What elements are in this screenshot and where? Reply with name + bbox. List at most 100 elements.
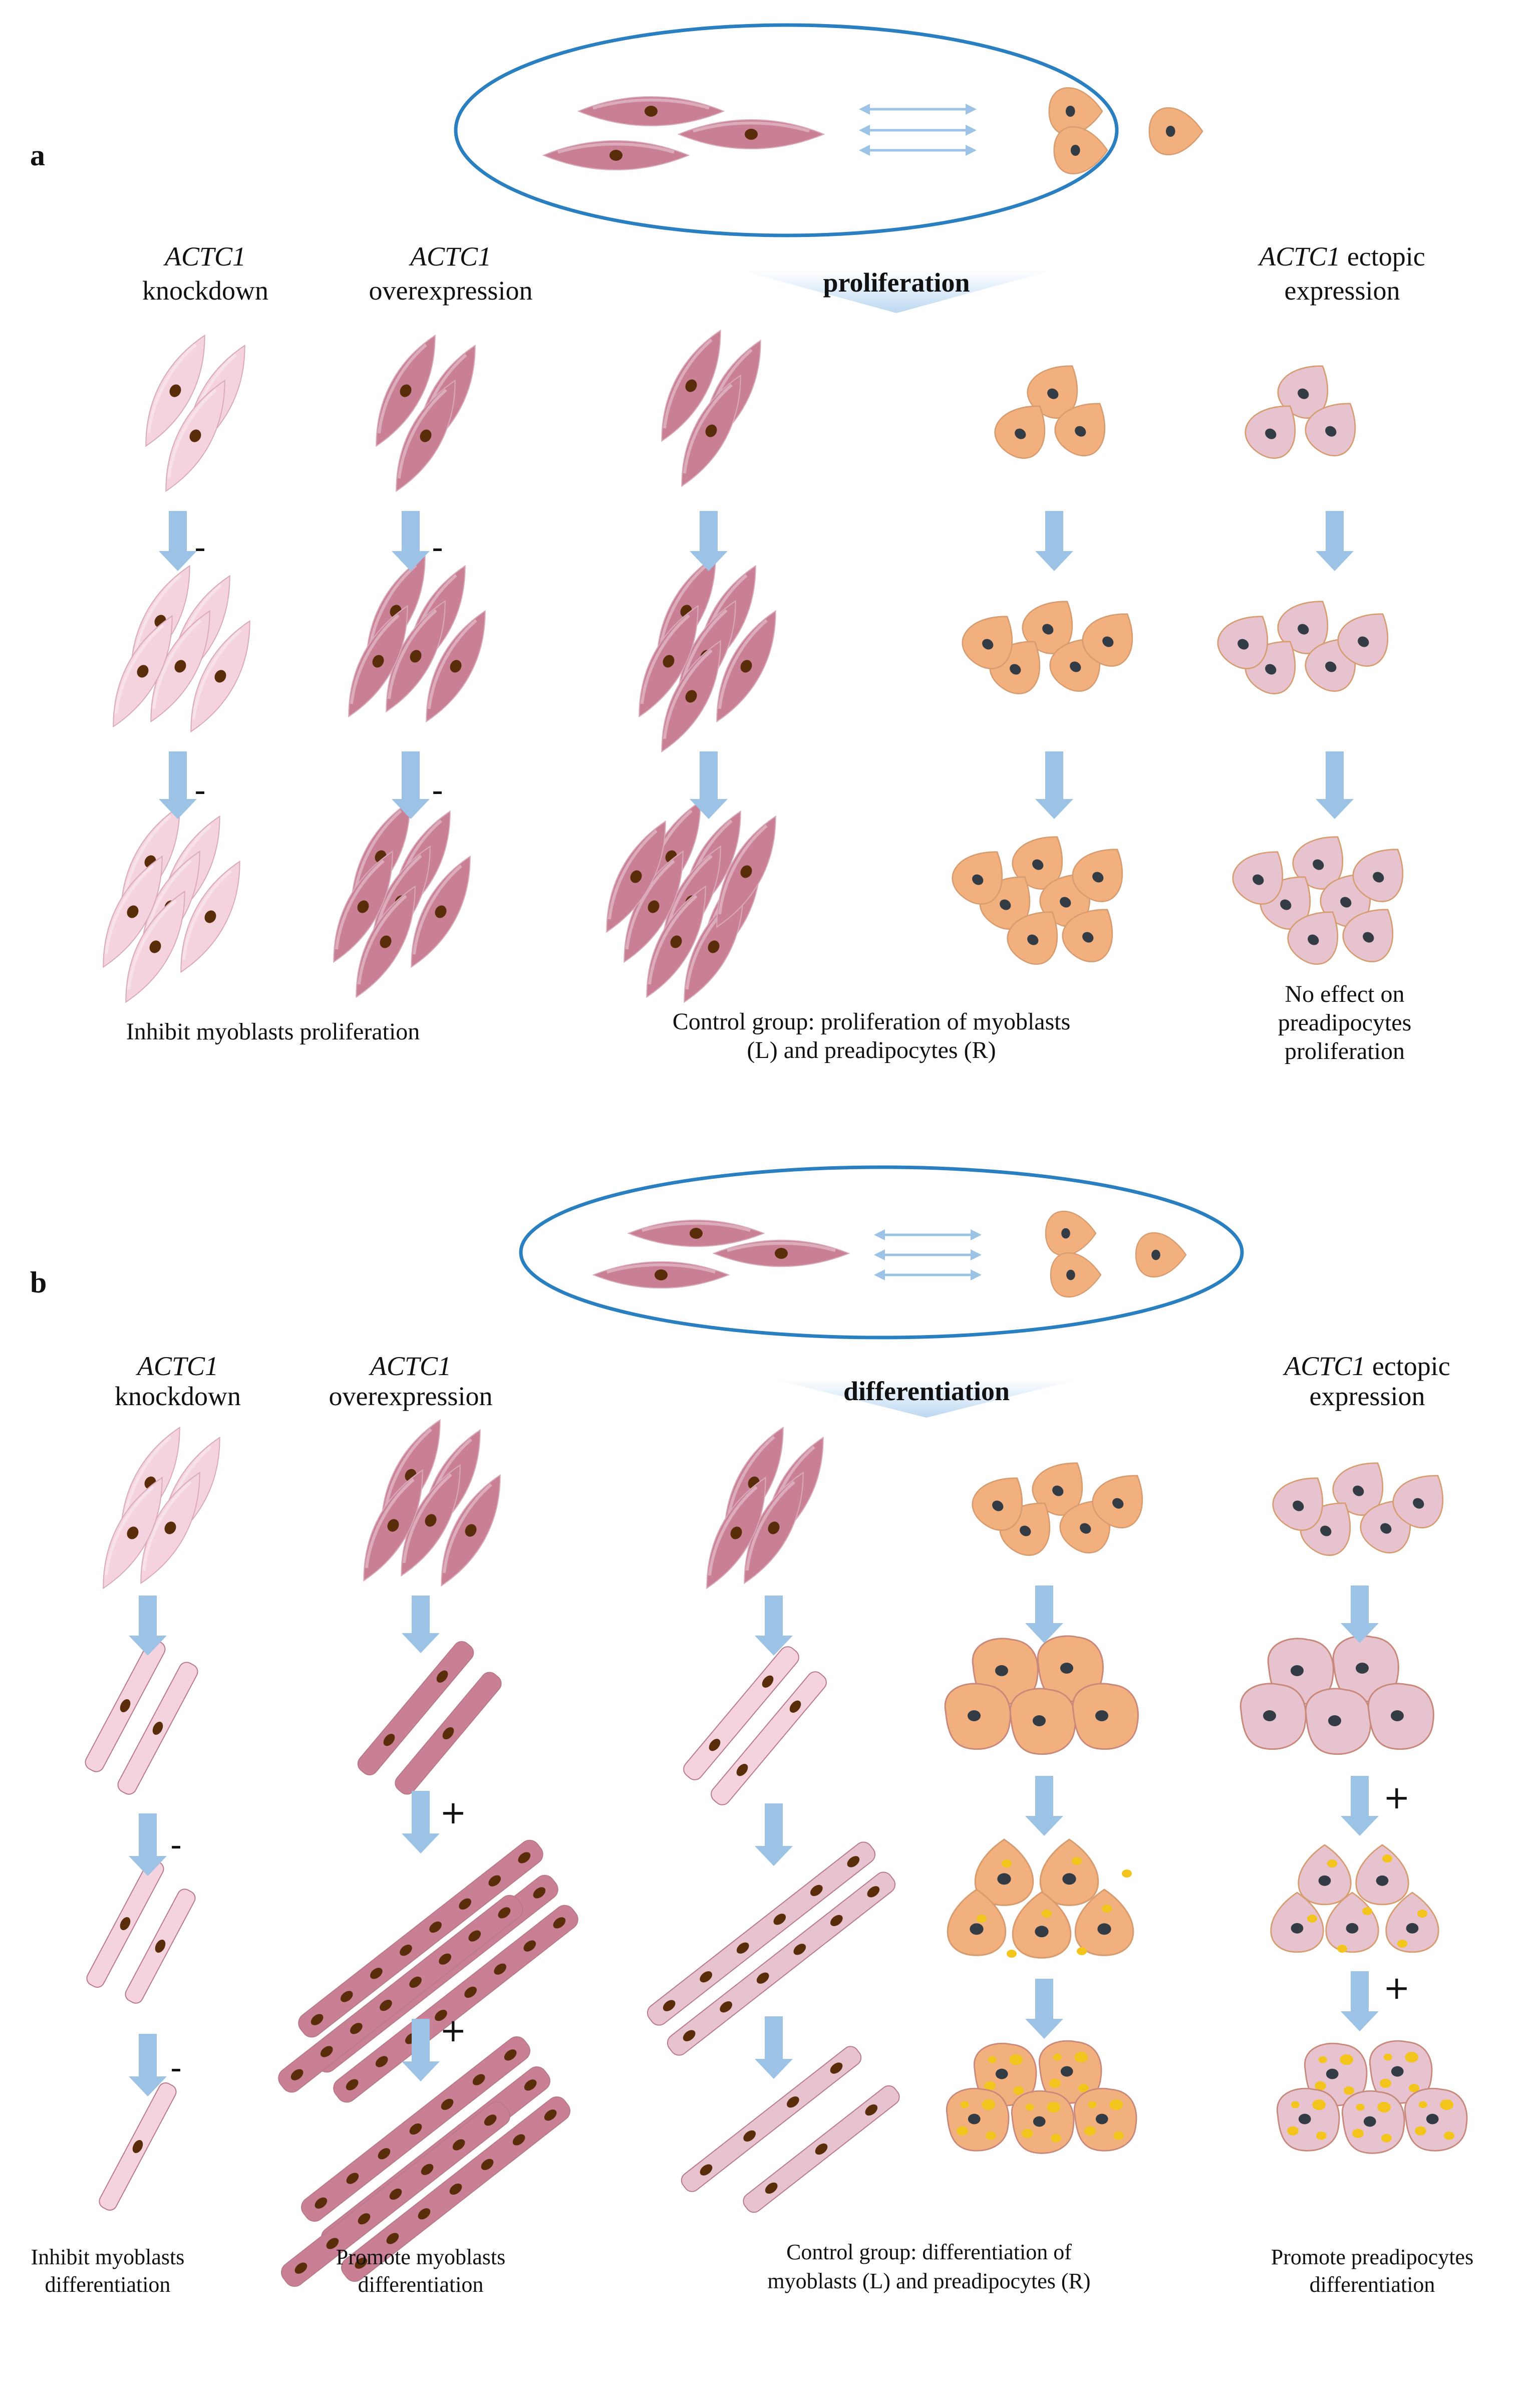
- nucleus: [1298, 2113, 1311, 2125]
- myotube-body: [278, 1895, 523, 2093]
- arrow-shaft: [1351, 1585, 1369, 1624]
- lipid-droplet: [1316, 2131, 1327, 2140]
- arrow-head: [971, 1249, 982, 1260]
- sign-plus: +: [440, 2012, 467, 2049]
- cell-sheen: [663, 339, 713, 429]
- preadipocyte-cell: [1148, 107, 1203, 156]
- panel-a-cells: [103, 329, 1404, 1003]
- lipid-droplet: [977, 1915, 987, 1923]
- nucleus: [524, 2079, 537, 2091]
- cell-sheen: [557, 142, 675, 154]
- arrow-head: [1035, 799, 1073, 819]
- nucleus: [1291, 1665, 1304, 1676]
- lipid-droplet: [1287, 2126, 1299, 2136]
- nucleus: [705, 424, 717, 437]
- nucleus: [1060, 1663, 1073, 1674]
- preadipocyte-cell: [1054, 403, 1106, 456]
- nucleus: [1320, 1525, 1332, 1536]
- nucleus: [720, 2001, 733, 2013]
- arrow-head: [392, 799, 430, 819]
- arrow-head: [129, 1856, 167, 1876]
- nucleus: [1020, 1525, 1031, 1536]
- lipid-droplet: [1077, 1947, 1087, 1955]
- arrow-head: [1341, 1816, 1379, 1836]
- adipocyte-cell: [1404, 2087, 1468, 2152]
- lipid-droplet: [1377, 2101, 1391, 2113]
- nucleus: [655, 1269, 668, 1280]
- nucleus: [762, 1675, 774, 1688]
- lipid-droplet: [1002, 1860, 1012, 1868]
- nucleus: [442, 1727, 454, 1740]
- arrow-head: [966, 104, 977, 115]
- nucleus: [488, 1875, 501, 1887]
- nucleus: [127, 905, 139, 918]
- down-arrow: [402, 1791, 440, 1854]
- nucleus: [992, 1500, 1004, 1511]
- myotube: [301, 2036, 530, 2222]
- nucleus: [968, 2113, 981, 2125]
- nucleus: [1075, 426, 1086, 437]
- nucleus: [1097, 1923, 1111, 1935]
- nucleus: [1325, 426, 1337, 437]
- nucleus: [389, 2188, 402, 2200]
- nucleus: [504, 2049, 517, 2061]
- arrow-shaft: [402, 751, 420, 800]
- header-ectopic-word: ectopic: [1347, 241, 1425, 272]
- preadipocyte-cell: [1048, 87, 1103, 136]
- nucleus: [1406, 1923, 1419, 1934]
- nucleus: [630, 870, 642, 883]
- header-overexpression-gene: ACTC1: [409, 241, 491, 272]
- arrow-shaft: [412, 1596, 430, 1634]
- myoblast-cell: [180, 860, 240, 973]
- nucleus: [346, 2173, 359, 2184]
- cell-body: [1298, 1844, 1352, 1906]
- nucleus: [1092, 872, 1104, 883]
- lipid-droplet: [986, 2131, 996, 2140]
- lipid-droplet: [1337, 1945, 1347, 1953]
- down-arrow: [1341, 1776, 1379, 1836]
- nucleus: [1032, 859, 1044, 870]
- preadipocyte-cell: [1245, 405, 1296, 459]
- myotube: [298, 1839, 543, 2038]
- cell-body: [974, 1838, 1034, 1906]
- lipid-droplet: [1051, 2134, 1061, 2143]
- down-arrow: [1035, 511, 1073, 571]
- adipocyte-cell: [1072, 1683, 1139, 1750]
- panel-a: a proliferation ACTC1 knockdown ACTC1 ov…: [30, 23, 1425, 1065]
- nucleus: [740, 660, 752, 673]
- nucleus: [315, 2197, 328, 2209]
- myoblast-cell: [356, 885, 416, 998]
- nucleus: [1082, 932, 1094, 943]
- nucleus: [670, 935, 682, 948]
- lipid-droplet: [988, 2056, 997, 2063]
- cell-sheen: [402, 1473, 452, 1563]
- myotube: [99, 2082, 177, 2211]
- adipocyte-cell: [1009, 1688, 1076, 1755]
- caption-promote-preadipocytes-2: differentiation: [1310, 2272, 1435, 2297]
- myotube-body: [681, 2046, 862, 2192]
- sign-minus: -: [170, 2050, 182, 2087]
- nucleus: [189, 429, 201, 442]
- cell-body: [1074, 1889, 1134, 1956]
- nucleus: [736, 1942, 749, 1954]
- nucleus: [1033, 2116, 1046, 2127]
- arrow-shaft: [169, 751, 187, 800]
- myotube: [341, 2096, 570, 2282]
- preadipocyte-cell: [1135, 1232, 1187, 1278]
- nucleus: [355, 2257, 368, 2269]
- myotube: [357, 1641, 474, 1776]
- arrow-shaft: [765, 1596, 783, 1637]
- nucleus: [1326, 2068, 1339, 2079]
- nucleus: [773, 1914, 786, 1925]
- myoblast-cell: [103, 1476, 163, 1590]
- nucleus: [290, 2069, 303, 2080]
- arrow-shaft: [139, 2034, 157, 2077]
- nucleus: [409, 2123, 422, 2135]
- header-knockdown-text: knockdown: [142, 276, 268, 306]
- myotube-body: [298, 1839, 543, 2038]
- preadipocyte-cell: [962, 616, 1013, 669]
- nucleus: [1112, 1498, 1124, 1509]
- caption-control-line1: Control group: proliferation of myoblast…: [673, 1008, 1071, 1035]
- nucleus: [1265, 428, 1277, 439]
- nucleus: [1353, 1485, 1364, 1496]
